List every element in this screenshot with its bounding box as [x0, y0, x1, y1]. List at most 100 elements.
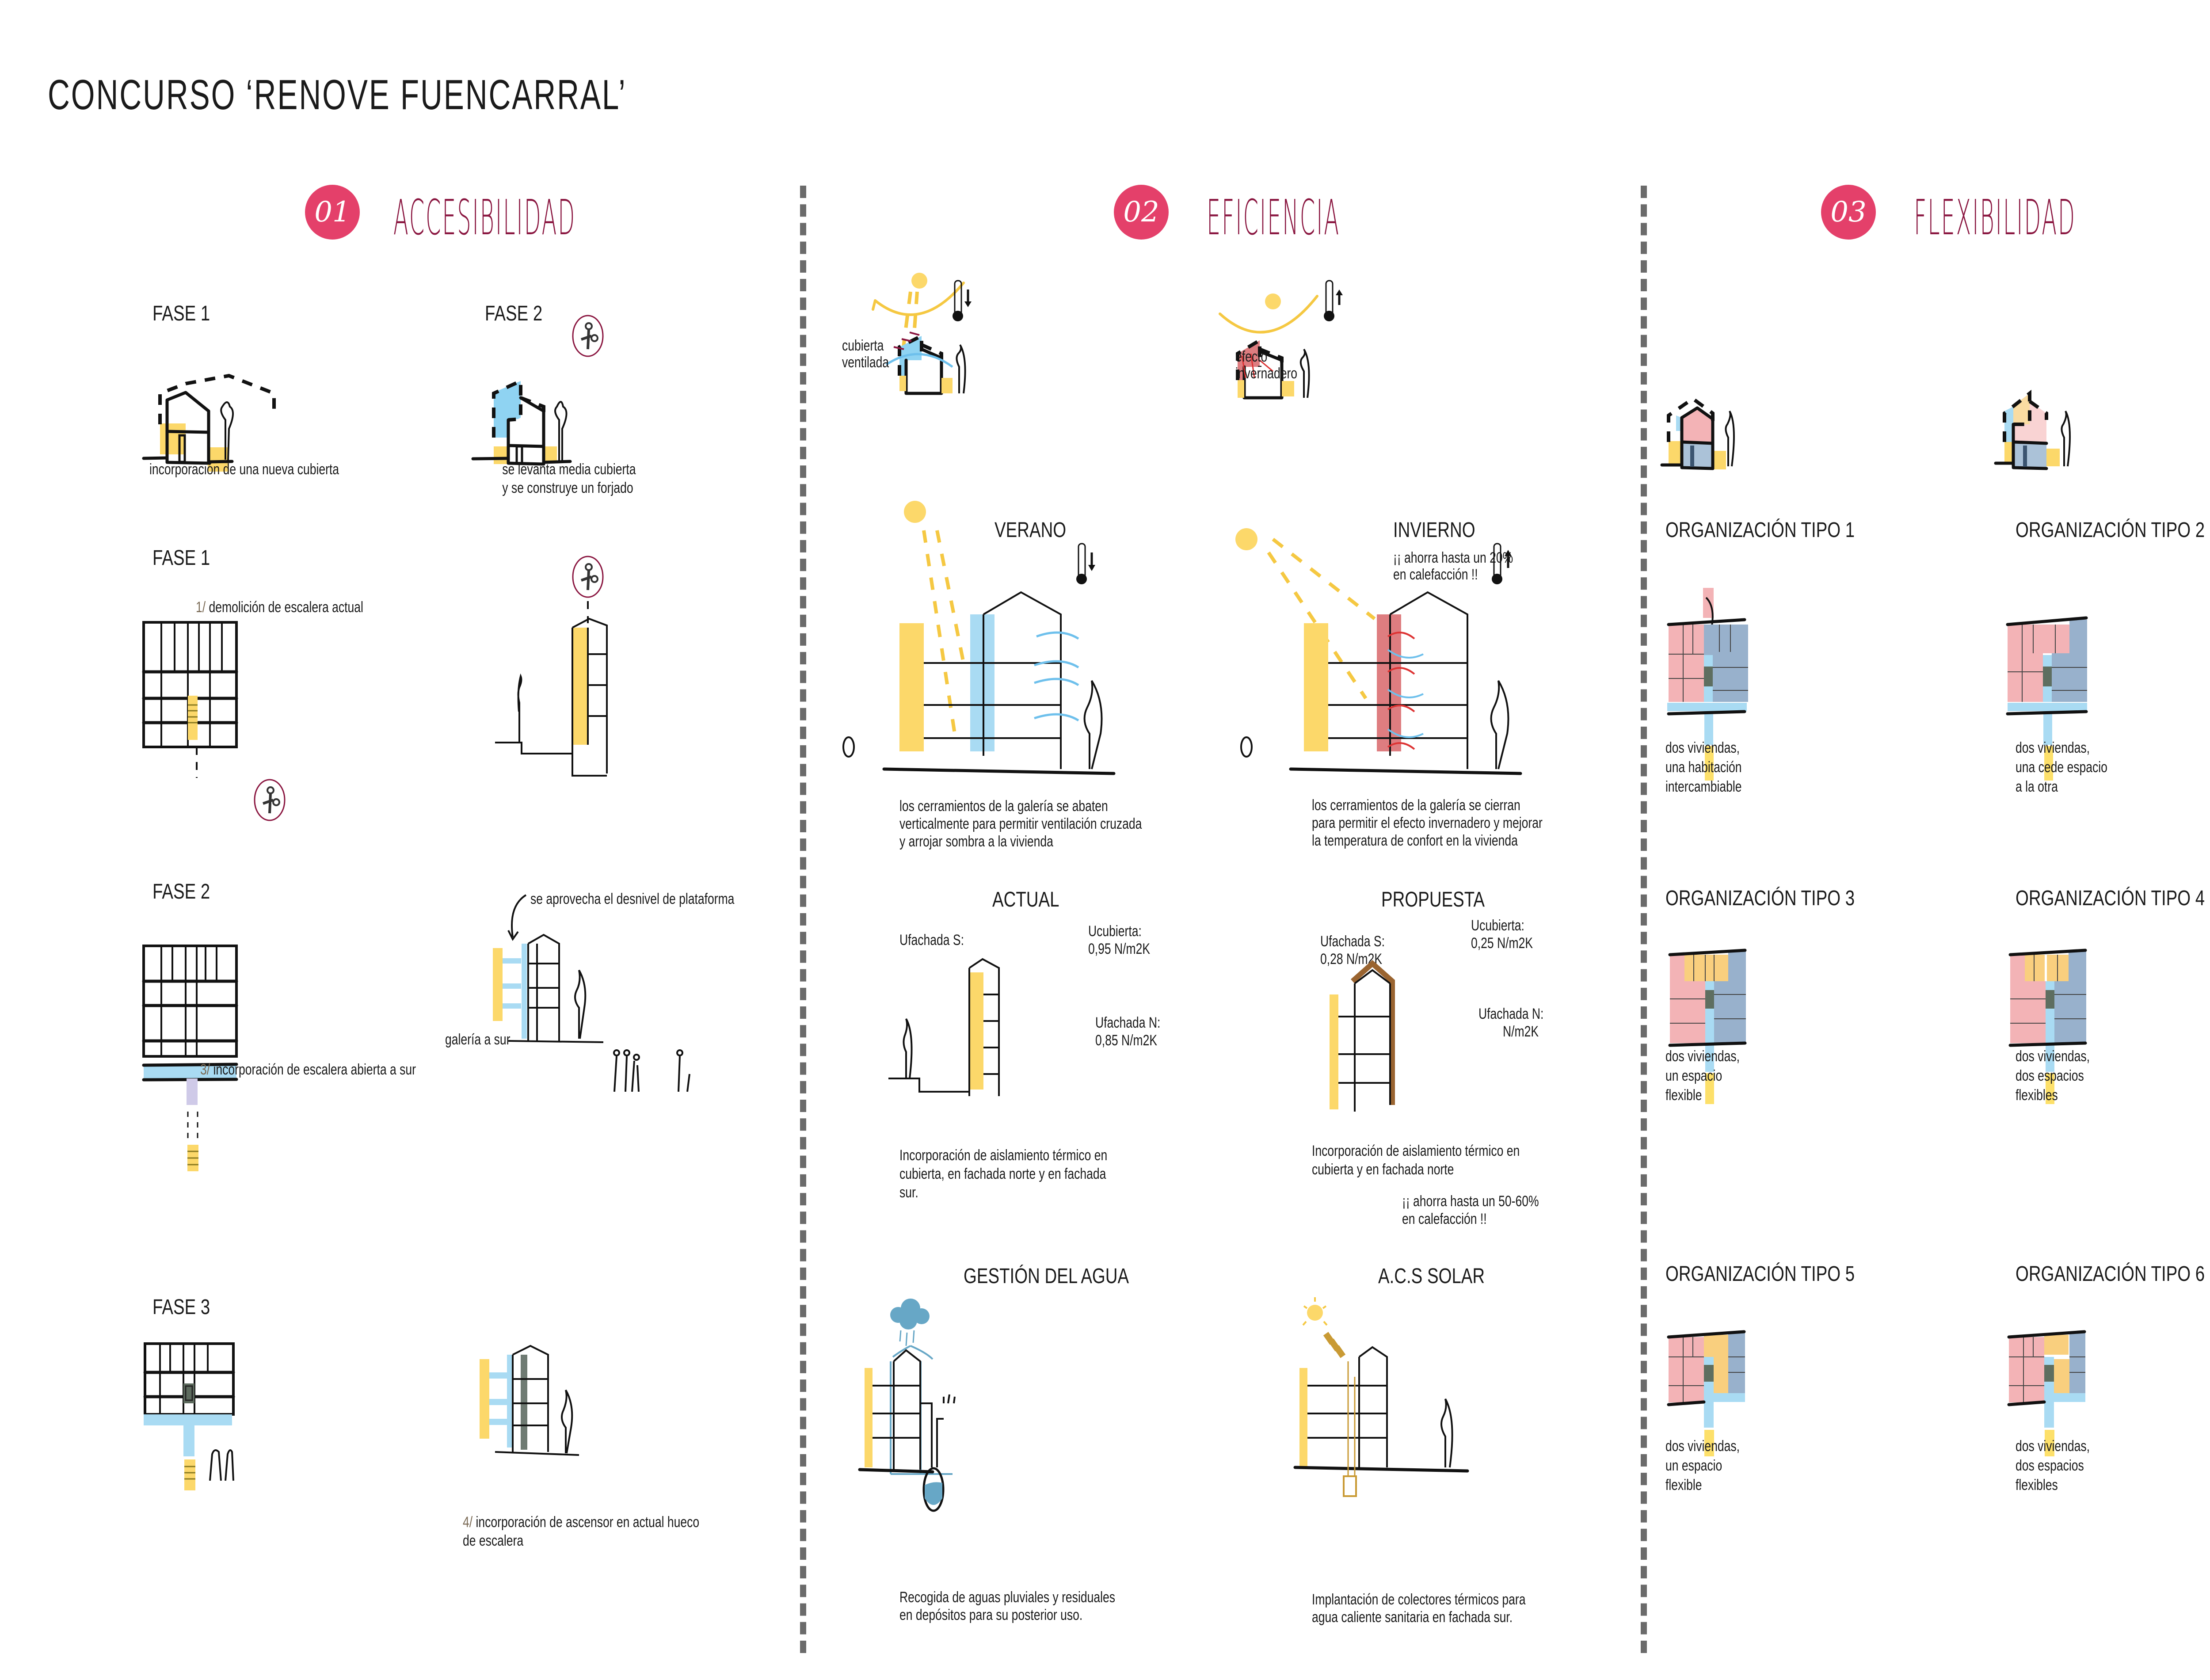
heading-top-fase2: FASE 2 [485, 302, 543, 325]
tipo-1-line2: una habitación [1665, 759, 1742, 776]
tipo-5-line1: dos viviendas, [1665, 1438, 1740, 1455]
propuesta-u-fachada-n: Ufachada N: [1478, 1006, 1544, 1022]
step-elevator-line2: de escalera [463, 1532, 524, 1549]
caption-raised-roof-1: se levanta media cubierta [502, 461, 636, 478]
caption-invierno-2: para permitir el efecto invernadero y me… [1312, 815, 1543, 831]
label-cubierta-ventilada-2: ventilada [842, 354, 889, 371]
caption-agua-1: Recogida de aguas pluviales y residuales [899, 1589, 1115, 1606]
heading-fase1: FASE 1 [152, 546, 210, 570]
note-invierno-2: en calefacción !! [1393, 566, 1478, 583]
caption-acs-1: Implantación de colectores térmicos para [1312, 1591, 1526, 1608]
tipo-2-line2: una cede espacio [2016, 759, 2107, 776]
plan-fase3 [143, 1342, 235, 1490]
heading-tipo-1: ORGANIZACIÓN TIPO 1 [1665, 518, 1855, 542]
section-actual [888, 958, 1000, 1096]
propuesta-u-fachada-n-value: N/m2K [1503, 1023, 1539, 1040]
column-divider-2 [1641, 186, 1647, 1653]
caption-raised-roof-2: y se construye un forjado [502, 480, 633, 496]
section-title-accesibilidad: ACCESIBILIDAD [393, 189, 576, 246]
label-cubierta-ventilada-1: cubierta [842, 337, 884, 354]
curved-arrow-icon [507, 894, 527, 941]
note-propuesta-2: en calefacción !! [1402, 1211, 1487, 1227]
tipo-3-caption: dos viviendas, un espacio flexible [1665, 1047, 1740, 1105]
section-sketch-raised-roof [471, 378, 572, 466]
tipo-5-line2: un espacio [1665, 1457, 1722, 1474]
plan-tipo-3 [1668, 949, 1747, 1104]
plan-fase2 [142, 945, 238, 1171]
hot-water-tank [1343, 1475, 1357, 1497]
step-demolition: 1/ demolición de escalera actual [196, 598, 363, 617]
step-number: 1/ [196, 599, 206, 616]
sun-icon [1265, 293, 1281, 309]
heading-fase2: FASE 2 [152, 880, 210, 903]
section-solar-hot-water [1293, 1297, 1469, 1497]
caption-agua-2: en depósitos para su posterior uso. [899, 1607, 1083, 1623]
section-title-flexibilidad: FLEXIBILIDAD [1914, 189, 2076, 246]
caption-acs-2: agua caliente sanitaria en fachada sur. [1312, 1609, 1513, 1626]
solar-collector-icon [1323, 1332, 1346, 1358]
step-text: demolición de escalera actual [209, 599, 363, 616]
sun-icon [1307, 1305, 1323, 1321]
label-efecto-invernadero-1: efecto [1235, 348, 1268, 365]
heading-tipo-2: ORGANIZACIÓN TIPO 2 [2016, 518, 2205, 542]
tipo-6-line2: dos espacios [2016, 1457, 2084, 1474]
tipo-2-line3: a la otra [2016, 778, 2058, 795]
section-winter [1235, 528, 1522, 775]
column-divider-1 [800, 186, 806, 1653]
tipo-6-caption: dos viviendas, dos espacios flexibles [2016, 1436, 2090, 1495]
note-invierno-1: ¡¡ ahorra hasta un 20% [1393, 549, 1513, 566]
tipo-6-line3: flexibles [2016, 1477, 2058, 1493]
step-open-stair: 3/ incorporación de escalera abierta a s… [200, 1060, 416, 1079]
tipo-4-caption: dos viviendas, dos espacios flexibles [2016, 1047, 2090, 1105]
heading-tipo-6: ORGANIZACIÓN TIPO 6 [2016, 1262, 2205, 1286]
heading-propuesta: PROPUESTA [1381, 888, 1485, 911]
caption-new-roof: incorporación de una nueva cubierta [149, 461, 339, 478]
caption-actual-3: sur. [899, 1184, 918, 1201]
tipo-4-line1: dos viviendas, [2016, 1048, 2090, 1065]
people-figures [613, 1049, 690, 1092]
heading-verano: VERANO [994, 518, 1067, 542]
plan-tipo-1 [1667, 588, 1748, 781]
tipo-3-line3: flexible [1665, 1087, 1702, 1104]
plan-fase1 [142, 621, 238, 778]
section-water-management [858, 1299, 956, 1512]
tipo-4-line2: dos espacios [2016, 1067, 2084, 1084]
step-text: incorporación de ascensor en actual huec… [476, 1514, 700, 1531]
tipo-2-caption: dos viviendas, una cede espacio a la otr… [2016, 738, 2107, 796]
caption-actual-1: Incorporación de aislamiento térmico en [899, 1147, 1108, 1164]
propuesta-u-cubierta-value: 0,25 N/m2K [1471, 935, 1533, 952]
sun-icon [1235, 528, 1257, 550]
plan-tipo-2 [2006, 616, 2088, 781]
section-elevator-fase3 [480, 1345, 579, 1456]
propuesta-u-cubierta: Ucubierta: [1471, 917, 1524, 934]
step-text: incorporación de escalera abierta a sur [213, 1061, 416, 1078]
actual-u-fachada-n-value: 0,85 N/m2K [1095, 1032, 1158, 1049]
heading-tipo-3: ORGANIZACIÓN TIPO 3 [1665, 887, 1855, 910]
plan-tipo-6 [2007, 1330, 2086, 1456]
scissors-icon [572, 315, 604, 357]
tipo-6-line1: dos viviendas, [2016, 1438, 2090, 1455]
caption-propuesta-1: Incorporación de aislamiento térmico en [1312, 1143, 1520, 1159]
section-badge-02: 02 [1114, 185, 1169, 240]
cloud-icon [890, 1299, 930, 1330]
section-propuesta [1330, 960, 1395, 1112]
compass-icon [842, 736, 855, 758]
note-propuesta-1: ¡¡ ahorra hasta un 50-60% [1402, 1193, 1539, 1210]
label-efecto-invernadero-2: invernadero [1235, 365, 1298, 382]
section-badge-01: 01 [305, 185, 360, 240]
step-number: 3/ [200, 1061, 210, 1078]
compass-icon [1240, 736, 1253, 758]
plan-tipo-4 [2008, 949, 2087, 1104]
caption-actual-2: cubierta, en fachada norte y en fachada [899, 1166, 1106, 1182]
heading-gestion-agua: GESTIÓN DEL AGUA [964, 1265, 1129, 1288]
heading-top-fase1: FASE 1 [152, 302, 210, 325]
actual-u-cubierta-value: 0,95 N/m2K [1088, 941, 1151, 957]
flex-section-2 [1994, 389, 2071, 470]
heading-tipo-5: ORGANIZACIÓN TIPO 5 [1665, 1262, 1855, 1286]
sun-icon [911, 273, 927, 289]
actual-u-cubierta: Ucubierta: [1088, 923, 1142, 940]
label-gallery-south: galería a sur [445, 1031, 511, 1048]
tipo-2-line1: dos viviendas, [2016, 739, 2090, 756]
step-elevator: 4/ incorporación de ascensor en actual h… [463, 1512, 699, 1532]
tipo-3-line1: dos viviendas, [1665, 1048, 1740, 1065]
